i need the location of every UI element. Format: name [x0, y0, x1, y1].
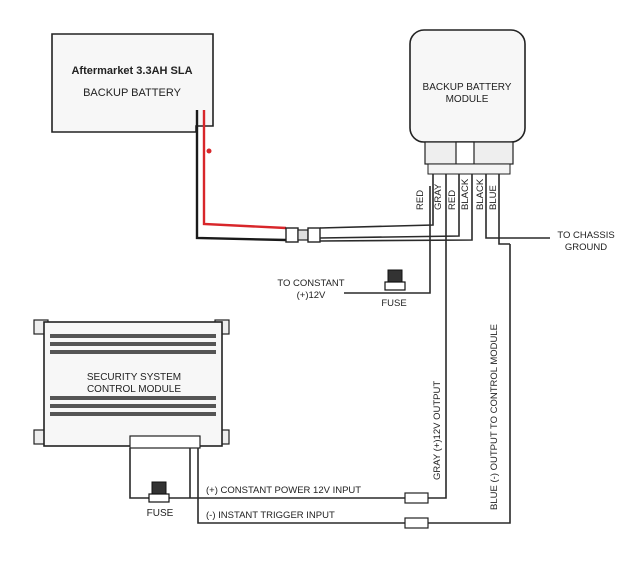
trigger-input-label: (-) INSTANT TRIGGER INPUT — [206, 510, 335, 521]
gray-output-wire — [428, 242, 447, 499]
module-connector — [424, 141, 514, 175]
fuse-loop-left — [129, 448, 150, 499]
blue-output-label: BLUE (-) OUTPUT TO CONTROL MODULE — [489, 324, 500, 510]
wire-red-2 — [319, 174, 460, 239]
wire-red-1 — [319, 174, 434, 229]
security-control-module: SECURITY SYSTEM CONTROL MODULE — [33, 319, 230, 449]
constant-line1: TO CONSTANT — [277, 278, 344, 289]
red-junction — [206, 148, 212, 154]
power-input-label: (+) CONSTANT POWER 12V INPUT — [206, 485, 361, 496]
control-line2: CONTROL MODULE — [87, 384, 181, 395]
trigger-connector — [404, 517, 429, 529]
module-line1: BACKUP BATTERY — [423, 82, 512, 93]
constant-wire — [344, 186, 431, 294]
power-connector — [404, 492, 429, 504]
wire-black-2 — [485, 174, 550, 239]
fuse-bottom-label: FUSE — [147, 508, 174, 519]
constant-line2: (+)12V — [297, 290, 326, 301]
wire-label-1: RED — [415, 190, 426, 210]
chassis-line1: TO CHASSIS — [557, 230, 614, 241]
wire-label-5: BLACK — [475, 178, 486, 210]
fuse-top-label: FUSE — [381, 298, 406, 309]
wire-label-4: BLACK — [460, 178, 471, 210]
wire-label-3: RED — [447, 190, 458, 210]
black-lead — [195, 110, 287, 242]
backup-battery: Aftermarket 3.3AH SLA BACKUP BATTERY — [51, 33, 214, 133]
trigger-input-wire — [197, 448, 405, 524]
wire-black-1 — [319, 174, 473, 242]
backup-battery-module: BACKUP BATTERY MODULE — [409, 29, 526, 143]
module-line2: MODULE — [446, 94, 489, 105]
inline-connector — [285, 227, 321, 243]
gray-output-label: GRAY (+)12V OUTPUT — [432, 381, 443, 480]
control-line1: SECURITY SYSTEM — [87, 372, 181, 383]
module-wires — [319, 174, 550, 245]
blue-output-wire — [428, 244, 511, 524]
chassis-line2: GROUND — [565, 242, 607, 253]
wire-label-2: GRAY — [433, 183, 444, 210]
battery-title: Aftermarket 3.3AH SLA — [71, 65, 192, 77]
wire-label-6: BLUE — [488, 185, 499, 210]
red-lead — [202, 110, 287, 230]
battery-name: BACKUP BATTERY — [83, 87, 181, 99]
wire-blue — [498, 174, 510, 245]
fuse-bottom-icon — [148, 481, 170, 503]
fuse-top-icon — [384, 269, 406, 291]
